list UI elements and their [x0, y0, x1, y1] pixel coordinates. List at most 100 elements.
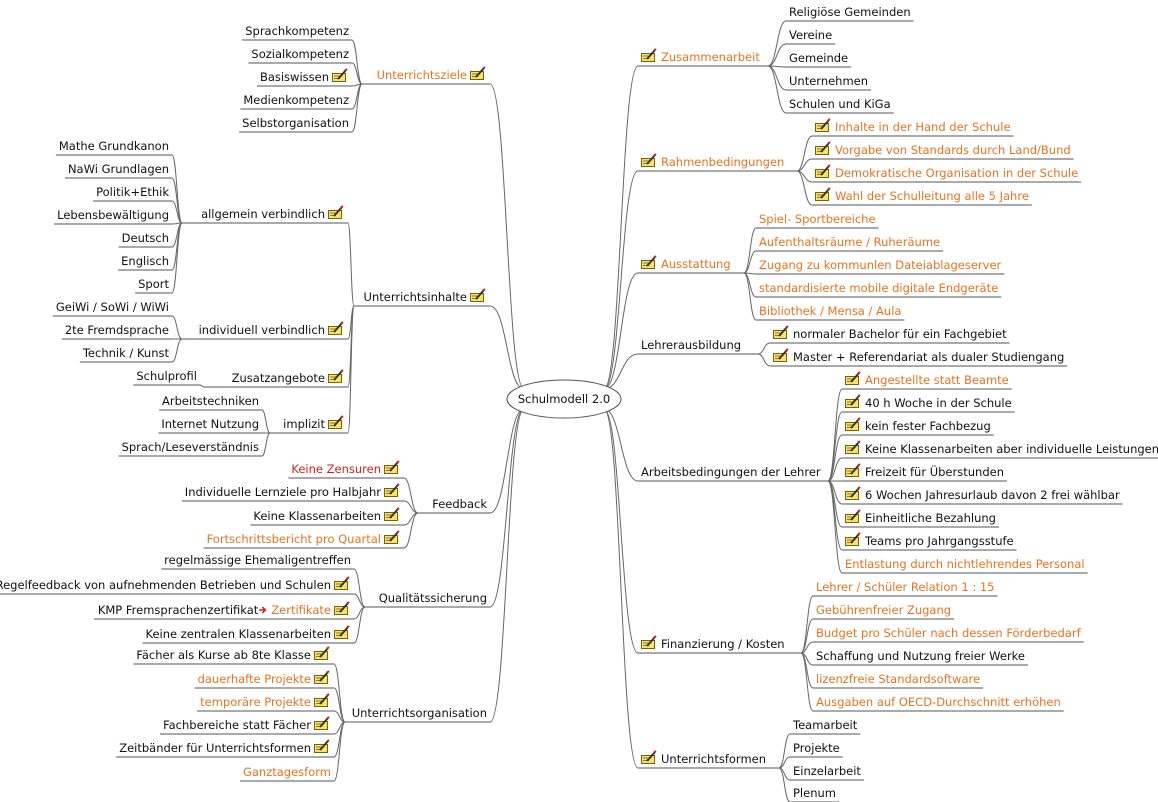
schulen-und-kiga-node[interactable]: Schulen und KiGa — [786, 97, 894, 114]
gebuehrenfreier-zugang-node[interactable]: Gebührenfreier Zugang — [813, 603, 955, 620]
node-label: Sprachkompetenz — [245, 24, 349, 38]
mathe-grundkanon-node[interactable]: Mathe Grundkanon — [55, 139, 172, 156]
plenum-node[interactable]: Plenum — [790, 786, 839, 802]
wahl-der-schulleitung-alle-5-jahre-node[interactable]: Wahl der Schulleitung alle 5 Jahre — [812, 187, 1032, 206]
keine-zensuren-node[interactable]: Keine Zensuren — [288, 460, 404, 479]
individuell-verbindlich-node[interactable]: individuell verbindlich — [195, 321, 348, 340]
node-label: Zusatzangebote — [232, 371, 325, 385]
zusammenarbeit-node[interactable]: Zusammenarbeit — [638, 48, 763, 67]
sprachkompetenz-node[interactable]: Sprachkompetenz — [242, 24, 352, 41]
normaler-bachelor-fuer-ein-fachgebiet-node[interactable]: normaler Bachelor für ein Fachgebiet — [770, 325, 1010, 344]
teamarbeit-node[interactable]: Teamarbeit — [790, 718, 861, 735]
einheitliche-bezahlung-node[interactable]: Einheitliche Bezahlung — [842, 509, 999, 528]
qualitaetssicherung-node[interactable]: Qualitätssicherung — [375, 591, 490, 608]
budget-pro-schueler-nach-dessen-foerderbedarf-node[interactable]: Budget pro Schüler nach dessen Förderbed… — [813, 626, 1084, 643]
rahmenbedingungen-node[interactable]: Rahmenbedingungen — [638, 153, 788, 172]
keine-klassenarbeiten-node[interactable]: Keine Klassenarbeiten — [250, 507, 404, 526]
lizenzfreie-standardsoftware-node[interactable]: lizenzfreie Standardsoftware — [813, 672, 984, 689]
unterrichtsorganisation-node[interactable]: Unterrichtsorganisation — [348, 706, 490, 723]
nawi-grundlagen-node[interactable]: NaWi Grundlagen — [64, 162, 172, 179]
zusatzangebote-node[interactable]: Zusatzangebote — [228, 369, 348, 388]
spiel-sportbereiche-node[interactable]: Spiel- Sportbereiche — [756, 212, 879, 229]
node-label: GeiWi / SoWi / WiWi — [56, 300, 169, 314]
pencil-note-icon — [327, 321, 344, 336]
unterrichtsinhalte-node[interactable]: Unterrichtsinhalte — [360, 288, 490, 307]
vorgabe-von-standards-durch-land-bund-node[interactable]: Vorgabe von Standards durch Land/Bund — [812, 141, 1074, 160]
bibliothek-mensa-aula-node[interactable]: Bibliothek / Mensa / Aula — [756, 304, 905, 321]
selbstorganisation-node[interactable]: Selbstorganisation — [239, 116, 352, 133]
politik-ethik-node[interactable]: Politik+Ethik — [93, 185, 172, 202]
dauerhafte-projekte-node[interactable]: dauerhafte Projekte — [194, 670, 334, 689]
regelfeedback-von-aufnehmenden-betrieben-und-schulen-node[interactable]: Regelfeedback von aufnehmenden Betrieben… — [0, 576, 354, 595]
sprach-leseverstaendnis-node[interactable]: Sprach/Leseverständnis — [118, 440, 262, 457]
keine-klassenarbeiten-aber-individuelle-leistungen-node[interactable]: Keine Klassenarbeiten aber individuelle … — [842, 440, 1158, 459]
schaffung-und-nutzung-freier-werke-node[interactable]: Schaffung und Nutzung freier Werke — [813, 649, 1028, 666]
arbeitstechniken-node[interactable]: Arbeitstechniken — [159, 394, 262, 411]
fachbereiche-statt-faecher-node[interactable]: Fachbereiche statt Fächer — [160, 716, 334, 735]
pencil-note-icon — [640, 750, 657, 765]
arbeitsbedingungen-der-lehrer-node[interactable]: Arbeitsbedingungen der Lehrer — [638, 465, 824, 482]
ausstattung-node[interactable]: Ausstattung — [638, 255, 734, 274]
technik-kunst-node[interactable]: Technik / Kunst — [79, 346, 172, 363]
master-referendariat-als-dualer-studiengang-node[interactable]: Master + Referendariat als dualer Studie… — [770, 348, 1068, 367]
englisch-node[interactable]: Englisch — [118, 254, 172, 271]
geiwi-sowi-wiwi-node[interactable]: GeiWi / SoWi / WiWi — [52, 300, 172, 317]
faecher-als-kurse-ab-8te-klasse-node[interactable]: Fächer als Kurse ab 8te Klasse — [133, 646, 334, 665]
temporaere-projekte-node[interactable]: temporäre Projekte — [197, 693, 334, 712]
implizit-node[interactable]: implizit — [280, 415, 348, 434]
lehrerausbildung-node[interactable]: Lehrerausbildung — [638, 338, 745, 355]
pencil-note-icon — [844, 371, 861, 386]
zugang-zu-kommunlen-dateiablageserver-node[interactable]: Zugang zu kommunlen Dateiablageserver — [756, 258, 1005, 275]
central-topic[interactable]: Schulmodell 2.0 — [506, 379, 622, 419]
angestellte-statt-beamte-node[interactable]: Angestellte statt Beamte — [842, 371, 1012, 390]
fortschrittsbericht-pro-quartal-node[interactable]: Fortschrittsbericht pro Quartal — [203, 530, 404, 549]
node-label: Basiswissen — [260, 70, 329, 84]
regelmaessige-ehemaligentreffen-node[interactable]: regelmässige Ehemaligentreffen — [161, 553, 354, 570]
inhalte-in-der-hand-der-schule-node[interactable]: Inhalte in der Hand der Schule — [812, 118, 1014, 137]
node-label: Teams pro Jahrgangsstufe — [864, 534, 1014, 548]
projekte-node[interactable]: Projekte — [790, 741, 843, 758]
2te-fremdsprache-node[interactable]: 2te Fremdsprache — [61, 323, 172, 340]
node-label: Entlastung durch nichtlehrendes Personal — [845, 557, 1085, 571]
40-h-woche-in-der-schule-node[interactable]: 40 h Woche in der Schule — [842, 394, 1015, 413]
6-wochen-jahresurlaub-davon-2-frei-waehlbar-node[interactable]: 6 Wochen Jahresurlaub davon 2 frei wählb… — [842, 486, 1123, 505]
sport-node[interactable]: Sport — [135, 277, 172, 294]
standardisierte-mobile-digitale-endgeraete-node[interactable]: standardisierte mobile digitale Endgerät… — [756, 281, 1002, 298]
schulprofil-node[interactable]: Schulprofil — [133, 369, 200, 386]
lehrer-schueler-relation-1-15-node[interactable]: Lehrer / Schüler Relation 1 : 15 — [813, 580, 998, 597]
unterrichtsformen-node[interactable]: Unterrichtsformen — [638, 750, 770, 769]
individuelle-lernziele-pro-halbjahr-node[interactable]: Individuelle Lernziele pro Halbjahr — [181, 483, 404, 502]
pencil-note-icon — [844, 509, 861, 524]
internet-nutzung-node[interactable]: Internet Nutzung — [158, 417, 262, 434]
freizeit-fuer-ueberstunden-node[interactable]: Freizeit für Überstunden — [842, 463, 1007, 482]
kein-fester-fachbezug-node[interactable]: kein fester Fachbezug — [842, 417, 994, 436]
deutsch-node[interactable]: Deutsch — [118, 231, 172, 248]
teams-pro-jahrgangsstufe-node[interactable]: Teams pro Jahrgangsstufe — [842, 532, 1017, 551]
ausgaben-auf-oecd-durchschnitt-erhoehen-node[interactable]: Ausgaben auf OECD-Durchschnitt erhöhen — [813, 695, 1064, 712]
node-label: Spiel- Sportbereiche — [759, 212, 876, 226]
feedback-node[interactable]: Feedback — [429, 497, 490, 514]
zeitbaender-fuer-unterrichtsformen-node[interactable]: Zeitbänder für Unterrichtsformen — [116, 739, 334, 758]
keine-zentralen-klassenarbeiten-node[interactable]: Keine zentralen Klassenarbeiten — [142, 625, 354, 644]
vereine-node[interactable]: Vereine — [786, 28, 836, 45]
einzelarbeit-node[interactable]: Einzelarbeit — [790, 764, 864, 781]
node-label: Demokratische Organisation in der Schule — [835, 166, 1078, 180]
node-label: Gemeinde — [789, 51, 848, 65]
unternehmen-node[interactable]: Unternehmen — [786, 74, 872, 91]
demokratische-organisation-in-der-schule-node[interactable]: Demokratische Organisation in der Schule — [812, 164, 1082, 183]
aufenthaltsraeume-ruheraeume-node[interactable]: Aufenthaltsräume / Ruheräume — [756, 235, 944, 252]
medienkompetenz-node[interactable]: Medienkompetenz — [240, 93, 352, 110]
basiswissen-node[interactable]: Basiswissen — [256, 68, 352, 87]
allgemein-verbindlich-node[interactable]: allgemein verbindlich — [198, 205, 348, 224]
node-label: regelmässige Ehemaligentreffen — [164, 553, 351, 567]
finanzierung-kosten-node[interactable]: Finanzierung / Kosten — [638, 635, 788, 654]
gemeinde-node[interactable]: Gemeinde — [786, 51, 852, 68]
unterrichtsziele-node[interactable]: Unterrichtsziele — [373, 66, 490, 85]
node-label: Regelfeedback von aufnehmenden Betrieben… — [0, 578, 331, 592]
ganztagesform-node[interactable]: Ganztagesform — [239, 765, 334, 782]
sozialkompetenz-node[interactable]: Sozialkompetenz — [248, 47, 352, 64]
entlastung-durch-nichtlehrendes-personal-node[interactable]: Entlastung durch nichtlehrendes Personal — [842, 557, 1088, 574]
lebensbewaeltigung-node[interactable]: Lebensbewältigung — [54, 208, 172, 225]
religioese-gemeinden-node[interactable]: Religiöse Gemeinden — [786, 5, 914, 22]
